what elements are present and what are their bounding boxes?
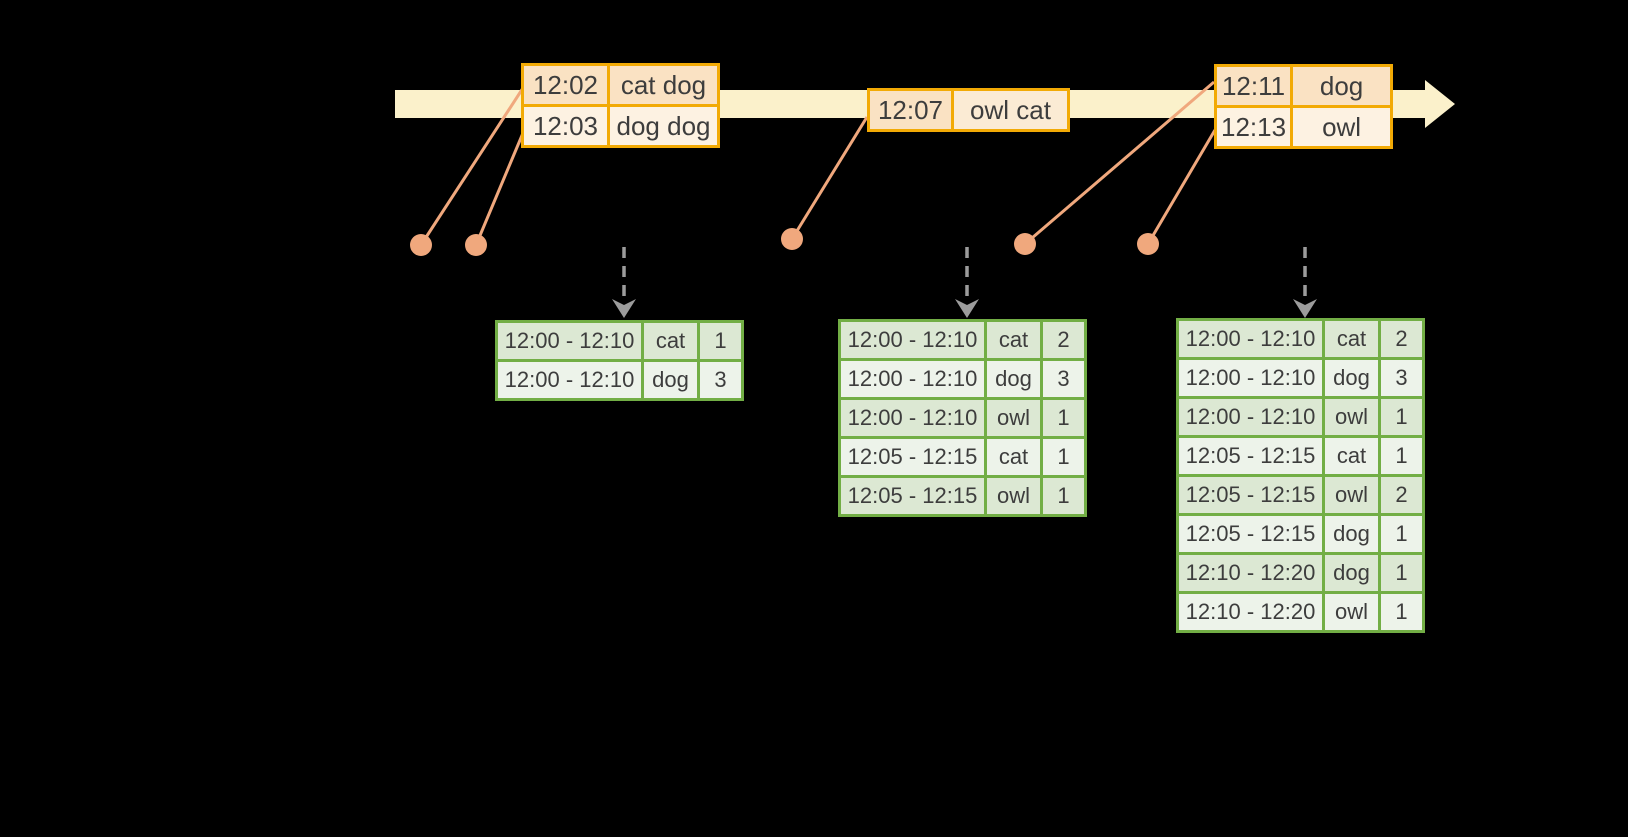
table-cell: 12:10 - 12:20: [1176, 591, 1325, 633]
table-cell: 12:00 - 12:10: [838, 397, 987, 439]
leader-lines: [419, 80, 1217, 246]
table-cell: 2: [1378, 474, 1425, 516]
table-cell: 12:00 - 12:10: [495, 359, 644, 401]
leader-line: [790, 116, 869, 240]
table-cell: 3: [1378, 357, 1425, 399]
table-cell: 2: [1378, 318, 1425, 360]
table-cell: 12:00 - 12:10: [1176, 357, 1325, 399]
table-cell: 12:00 - 12:10: [1176, 396, 1325, 438]
table-cell: 12:05 - 12:15: [1176, 513, 1325, 555]
table-cell: 3: [1040, 358, 1087, 400]
table-cell: 12:07: [867, 88, 954, 132]
timeline-arrowhead-icon: [1425, 80, 1455, 128]
table-cell: 12:05 - 12:15: [838, 436, 987, 478]
event-dot-icon: [781, 228, 803, 250]
table-cell: cat: [1322, 435, 1381, 477]
table-cell: 1: [1378, 435, 1425, 477]
table-cell: 12:00 - 12:10: [838, 358, 987, 400]
trigger-arrow-icon: [955, 247, 979, 318]
trigger-arrow-icon: [1293, 247, 1317, 318]
table-cell: owl: [1290, 105, 1394, 149]
table-cell: 1: [1040, 397, 1087, 439]
table-cell: 12:05 - 12:15: [838, 475, 987, 517]
table-cell: 12:00 - 12:10: [838, 319, 987, 361]
table-cell: 12:03: [521, 104, 610, 148]
event-dot-icon: [1137, 233, 1159, 255]
table-cell: 3: [697, 359, 744, 401]
table-cell: 1: [1378, 513, 1425, 555]
leader-line: [1024, 80, 1215, 246]
table-cell: cat: [641, 320, 700, 362]
table-cell: 1: [697, 320, 744, 362]
table-cell: 1: [1040, 436, 1087, 478]
table-cell: 2: [1040, 319, 1087, 361]
event-dot-icon: [410, 234, 432, 256]
table-cell: owl: [984, 397, 1043, 439]
table-cell: owl: [984, 475, 1043, 517]
table-cell: cat dog: [607, 63, 720, 107]
event-dot-icon: [465, 234, 487, 256]
table-cell: owl cat: [951, 88, 1070, 132]
table-cell: 1: [1378, 552, 1425, 594]
table-cell: dog: [1290, 64, 1394, 108]
event-markers: [410, 228, 1159, 256]
trigger-arrow-icon: [612, 247, 636, 318]
table-cell: cat: [1322, 318, 1381, 360]
table-cell: dog: [641, 359, 700, 401]
leader-line: [474, 132, 525, 246]
table-cell: 12:05 - 12:15: [1176, 435, 1325, 477]
table-cell: dog: [1322, 552, 1381, 594]
table-cell: cat: [984, 436, 1043, 478]
table-cell: owl: [1322, 591, 1381, 633]
leader-line: [1146, 129, 1217, 245]
table-cell: 12:05 - 12:15: [1176, 474, 1325, 516]
leader-line: [419, 87, 525, 246]
table-cell: 1: [1040, 475, 1087, 517]
table-cell: 12:13: [1213, 105, 1294, 149]
table-cell: owl: [1322, 396, 1381, 438]
table-cell: cat: [984, 319, 1043, 361]
table-cell: 12:00 - 12:10: [495, 320, 644, 362]
table-cell: dog: [1322, 357, 1381, 399]
table-cell: 12:11: [1213, 64, 1294, 108]
table-cell: 12:02: [521, 63, 610, 107]
table-cell: 1: [1378, 591, 1425, 633]
table-cell: dog: [984, 358, 1043, 400]
table-cell: 12:10 - 12:20: [1176, 552, 1325, 594]
table-cell: dog dog: [607, 104, 720, 148]
event-dot-icon: [1014, 233, 1036, 255]
table-cell: 1: [1378, 396, 1425, 438]
table-cell: owl: [1322, 474, 1381, 516]
table-cell: dog: [1322, 513, 1381, 555]
table-cell: 12:00 - 12:10: [1176, 318, 1325, 360]
